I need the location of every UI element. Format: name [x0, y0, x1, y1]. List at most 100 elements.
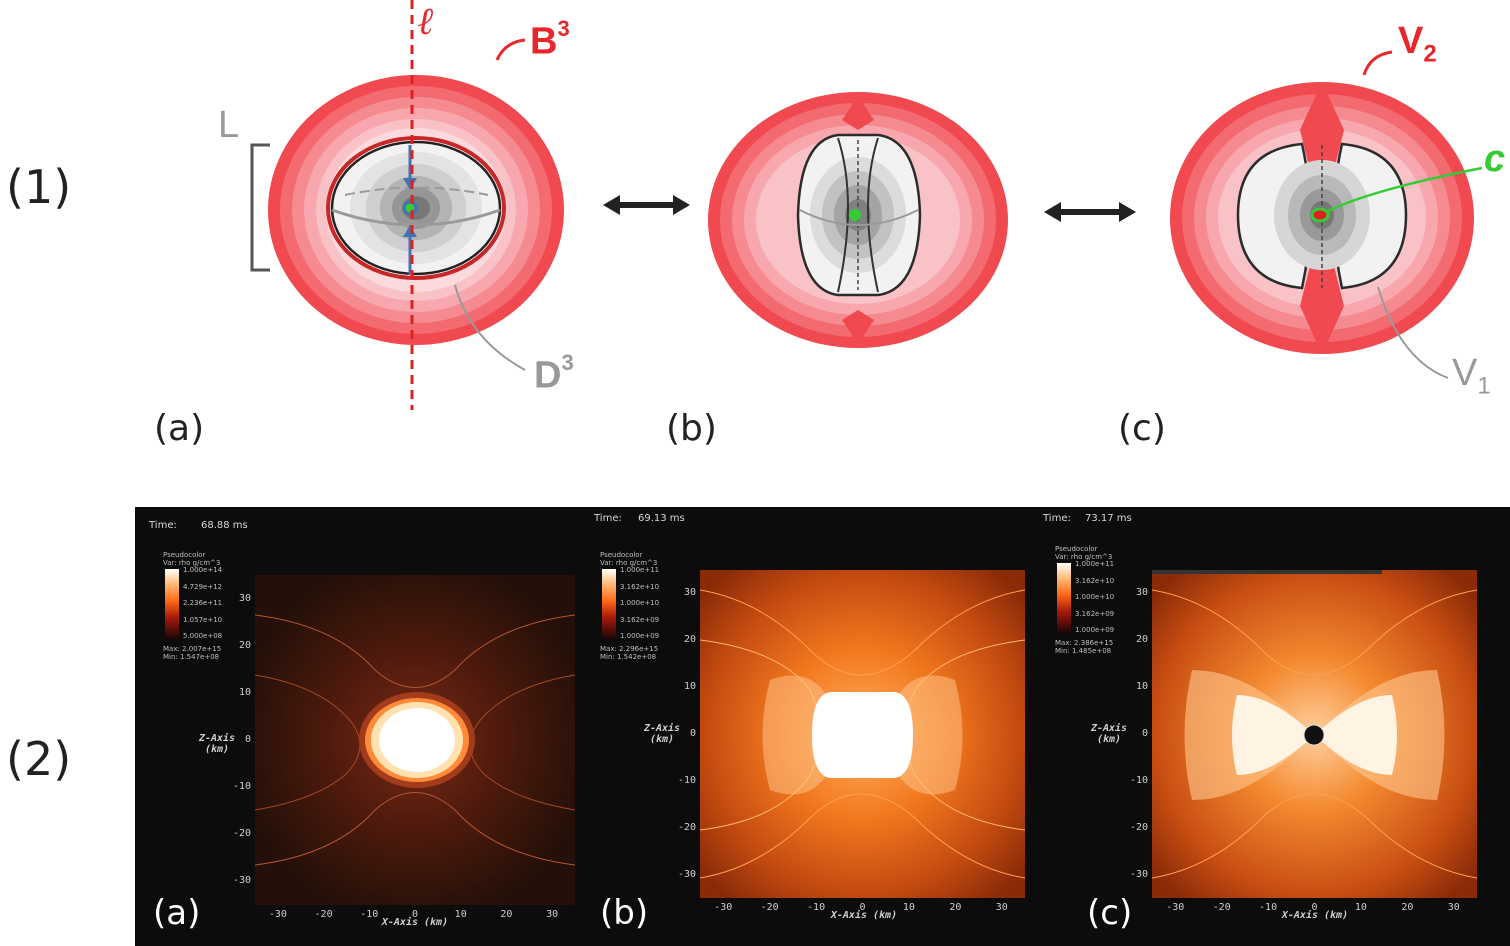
panel-label: (a): [153, 893, 201, 933]
top-diagrams: [250, 0, 1483, 410]
x-axis-label: X-Axis (km): [381, 917, 449, 928]
colorbar: [1057, 563, 1071, 633]
annotation-V1: V1: [1452, 352, 1491, 400]
x-axis-label: X-Axis (km): [830, 910, 898, 921]
z-axis-label: Z-Axis(km): [1090, 723, 1128, 745]
x-tick-label: -30: [268, 909, 287, 920]
annotation-D3: D3: [534, 350, 574, 397]
legend-tick: 4.729e+12: [183, 582, 223, 591]
y-tick-label: -10: [1129, 774, 1148, 786]
top-label-b: (b): [666, 408, 717, 449]
y-tick-label: 20: [683, 634, 696, 646]
time-value: 69.13 ms: [638, 513, 685, 524]
x-tick-label: -20: [760, 902, 779, 913]
x-tick-label: 30: [995, 902, 1008, 913]
annotation-V2: V2: [1398, 20, 1437, 68]
y-tick-label: 30: [1135, 587, 1148, 599]
x-tick-label: 10: [902, 902, 915, 913]
annotation-c: c: [1484, 138, 1506, 180]
density-plot-a: [255, 575, 575, 905]
x-tick-label: -20: [1212, 902, 1231, 913]
row-label-1: (1): [6, 160, 72, 214]
density-plot-b: [700, 570, 1025, 898]
diagram-a: [250, 0, 564, 410]
colorbar: [165, 569, 179, 639]
legend-title: Pseudocolor: [600, 551, 643, 559]
y-tick-label: -20: [677, 821, 696, 833]
y-tick-label: 10: [683, 681, 696, 693]
y-tick-label: 20: [238, 639, 251, 651]
legend-tick: 3.162e+10: [1075, 576, 1115, 585]
legend-tick: 1.000e+11: [1075, 560, 1115, 568]
legend-tick: 1.000e+10: [620, 599, 660, 607]
legend-min: Min: 1.542e+08: [600, 653, 657, 661]
x-tick-label: 20: [949, 902, 962, 913]
panel-label: (c): [1087, 893, 1133, 933]
y-tick-label: -20: [1129, 821, 1148, 833]
sim-panel-a: Time: 68.88 ms Z-Axis(km) X-Axis (km) (a…: [135, 507, 575, 946]
legend-max: Max: 2.007e+15: [163, 645, 222, 653]
row-label-2: (2): [6, 732, 72, 786]
y-tick-label: 0: [244, 734, 251, 745]
legend-tick: 1.000e+09: [620, 632, 660, 640]
legend-max: Max: 2.386e+15: [1055, 639, 1114, 647]
colorbar: [602, 569, 616, 639]
x-tick-label: 30: [1447, 902, 1460, 913]
z-axis-label: Z-Axis(km): [643, 723, 681, 745]
x-tick-label: 30: [546, 909, 559, 920]
top-label-c: (c): [1118, 408, 1166, 449]
y-tick-label: -30: [677, 868, 696, 880]
x-tick-label: 20: [1401, 902, 1414, 913]
time-label: Time:: [149, 520, 177, 531]
legend-min: Min: 1.547e+08: [163, 653, 220, 661]
time-value: 73.17 ms: [1085, 513, 1132, 524]
x-axis-label: X-Axis (km): [1281, 910, 1349, 921]
annotation-B3: B3: [530, 16, 570, 63]
x-tick-label: 0: [1311, 902, 1318, 913]
simulation-strip: Time: 68.88 ms Z-Axis(km) X-Axis (km) (a…: [135, 507, 1510, 946]
diagram-b: [708, 92, 1008, 348]
y-tick-label: 10: [238, 686, 251, 698]
legend-tick: 1.000e+11: [620, 566, 660, 574]
time-value: 68.88 ms: [201, 520, 248, 531]
x-tick-label: 0: [411, 909, 419, 920]
legend-tick: 3.162e+09: [1075, 609, 1115, 618]
diagram-c: [1170, 50, 1483, 379]
legend-tick: 2.236e+11: [183, 599, 223, 607]
legend-title: Pseudocolor: [163, 551, 206, 559]
legend-tick: 3.162e+09: [620, 615, 660, 624]
top-label-a: (a): [154, 408, 205, 449]
y-tick-label: -10: [232, 781, 251, 793]
legend-var: Var: rho g/cm^3: [163, 559, 221, 567]
legend-tick: 3.162e+10: [620, 582, 660, 591]
legend-min: Min: 1.485e+08: [1055, 647, 1112, 655]
x-tick-label: -30: [714, 902, 733, 913]
annotation-ell: ℓ: [418, 0, 435, 43]
y-tick-label: -20: [232, 828, 251, 840]
x-tick-label: -20: [314, 909, 333, 920]
legend-tick: 1.000e+10: [1075, 593, 1115, 601]
time-label: Time:: [594, 513, 622, 524]
legend-tick: 1.057e+10: [183, 615, 223, 624]
panel-label: (b): [600, 893, 649, 933]
sim-panel-b: Time: 69.13 ms Z-Axis(km) X-Axis (km) (b…: [580, 507, 1035, 946]
z-axis-label: Z-Axis(km): [198, 733, 236, 755]
sim-panel-c: Time: 73.17 ms Z-Axis(km) X-Axis (km): [1035, 507, 1510, 946]
y-tick-label: -30: [1129, 868, 1148, 880]
y-tick-label: -30: [232, 875, 251, 887]
y-tick-label: 30: [238, 592, 251, 604]
legend-tick: 1.000e+14: [183, 566, 223, 574]
y-tick-label: 0: [689, 728, 696, 739]
x-tick-label: -30: [1166, 902, 1185, 913]
legend-tick: 1.000e+09: [1075, 626, 1115, 634]
x-tick-label: -10: [1259, 902, 1278, 913]
y-tick-label: 30: [683, 587, 696, 599]
legend-var: Var: rho g/cm^3: [600, 559, 658, 567]
y-tick-label: -10: [677, 774, 696, 786]
legend-title: Pseudocolor: [1055, 545, 1098, 553]
y-tick-label: 20: [1135, 634, 1148, 646]
annotation-L: L: [218, 104, 240, 146]
